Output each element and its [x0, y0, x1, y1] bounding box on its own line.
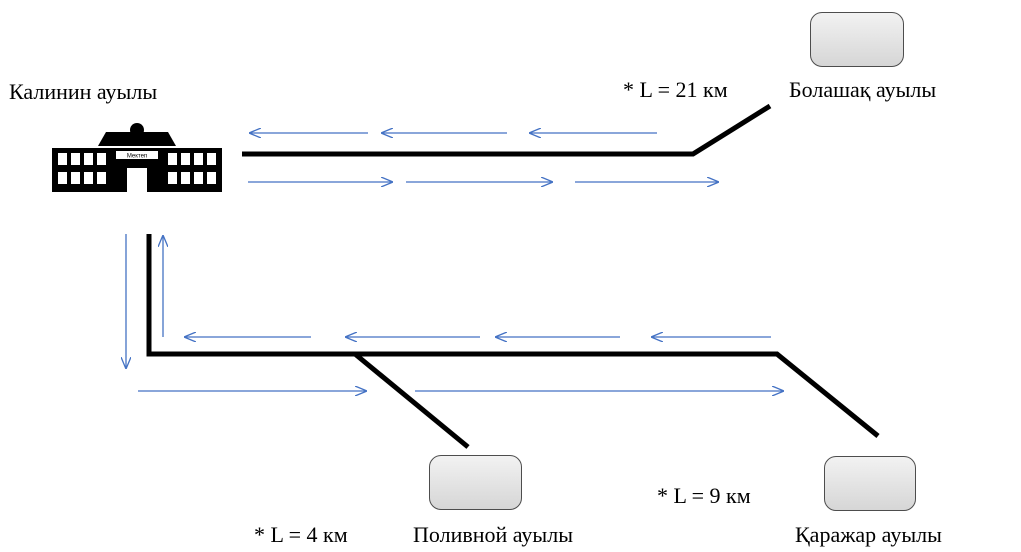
village-label-bolashak: Болашақ ауылы [789, 77, 937, 102]
school-sign: Мектеп [127, 154, 147, 160]
distance-label-bolashak: * L = 21 км [623, 77, 728, 102]
distance-label-karazhar: * L = 9 км [657, 483, 751, 508]
village-box-karazhar [824, 456, 916, 511]
school-building-icon: Мектеп [52, 123, 222, 192]
village-box-polivnoy [429, 455, 522, 510]
village-label-karazhar: Қаражар ауылы [795, 522, 942, 547]
distance-label-polivnoy: * L = 4 км [254, 522, 348, 547]
village-box-bolashak [810, 12, 904, 67]
roads [146, 103, 880, 449]
road-to-karazhar [146, 234, 880, 438]
traffic-arrows [126, 133, 783, 391]
village-label-polivnoy: Поливной ауылы [413, 522, 573, 547]
road-to-polivnoy [353, 352, 470, 449]
road-to-bolashak [242, 103, 772, 157]
village-label-kalinin: Калинин ауылы [9, 79, 158, 104]
